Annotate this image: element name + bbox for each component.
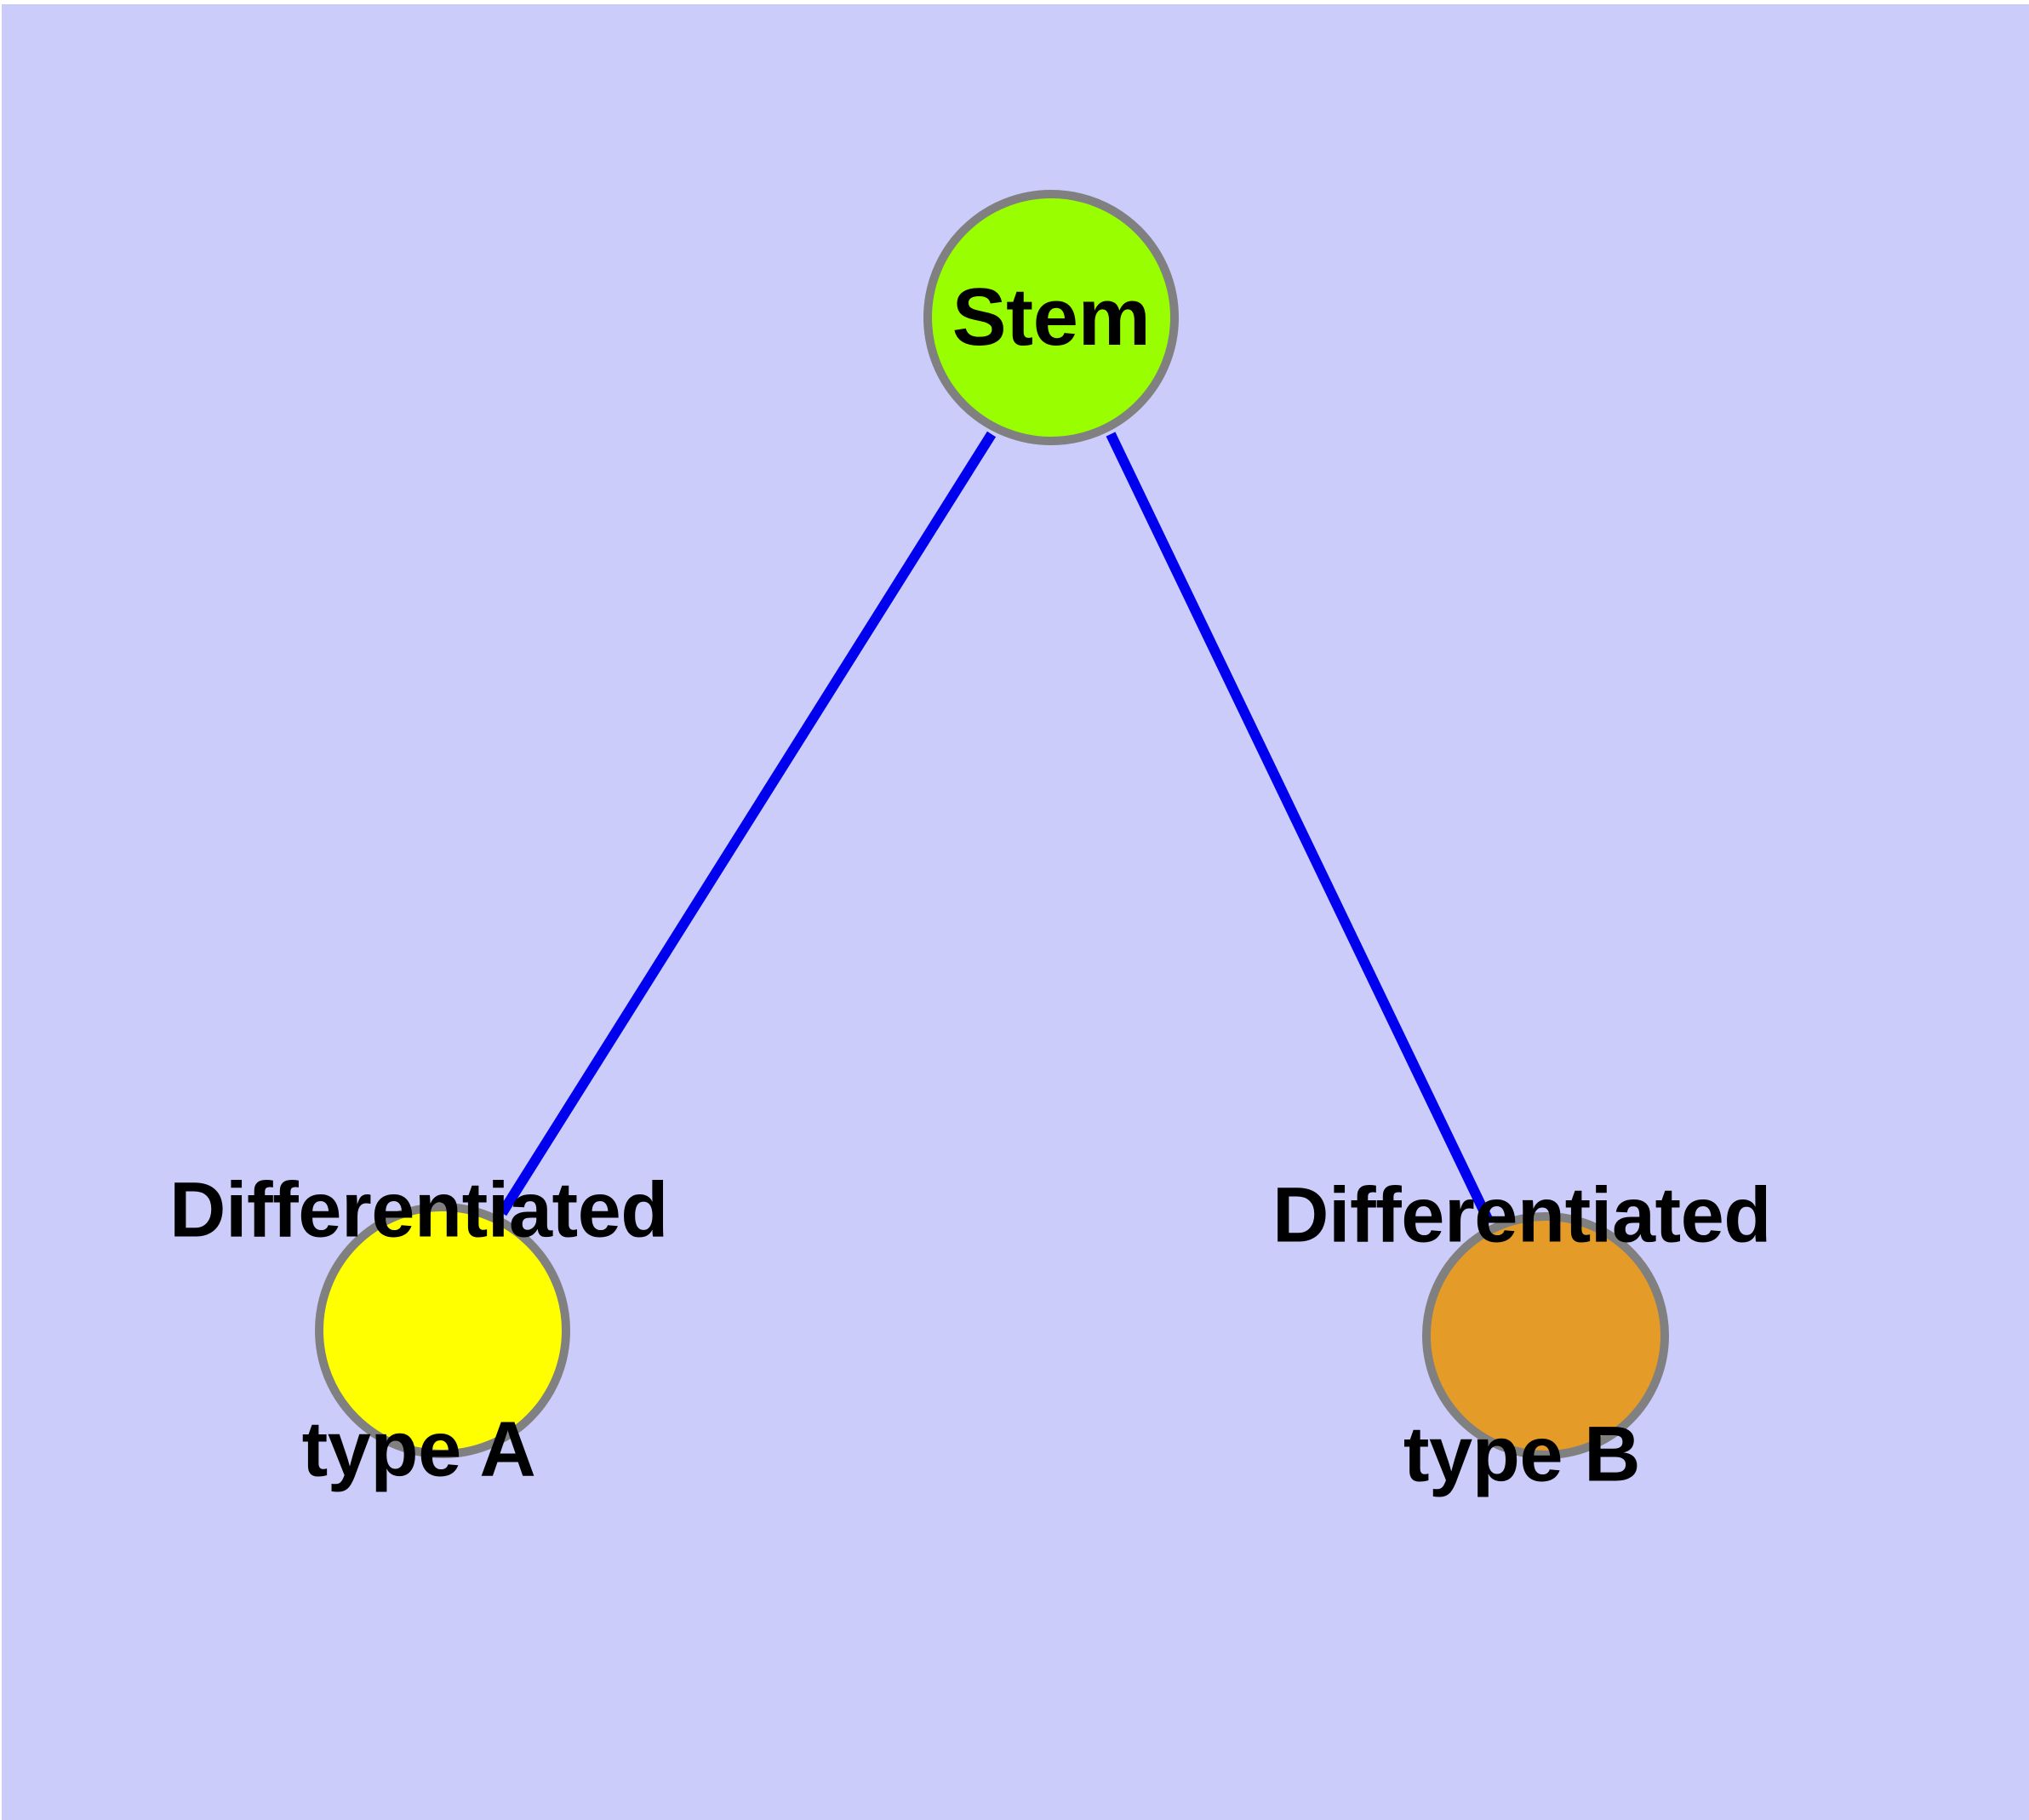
node-layer bbox=[315, 190, 1669, 1459]
edge-layer bbox=[497, 431, 1493, 1222]
node-differentiated-type-b[interactable] bbox=[1422, 1212, 1669, 1459]
node-stem[interactable] bbox=[923, 190, 1179, 445]
edge-stem-to-diff-b bbox=[1106, 432, 1493, 1222]
edge-stem-to-diff-a bbox=[497, 431, 997, 1216]
node-differentiated-type-a[interactable] bbox=[315, 1203, 570, 1458]
